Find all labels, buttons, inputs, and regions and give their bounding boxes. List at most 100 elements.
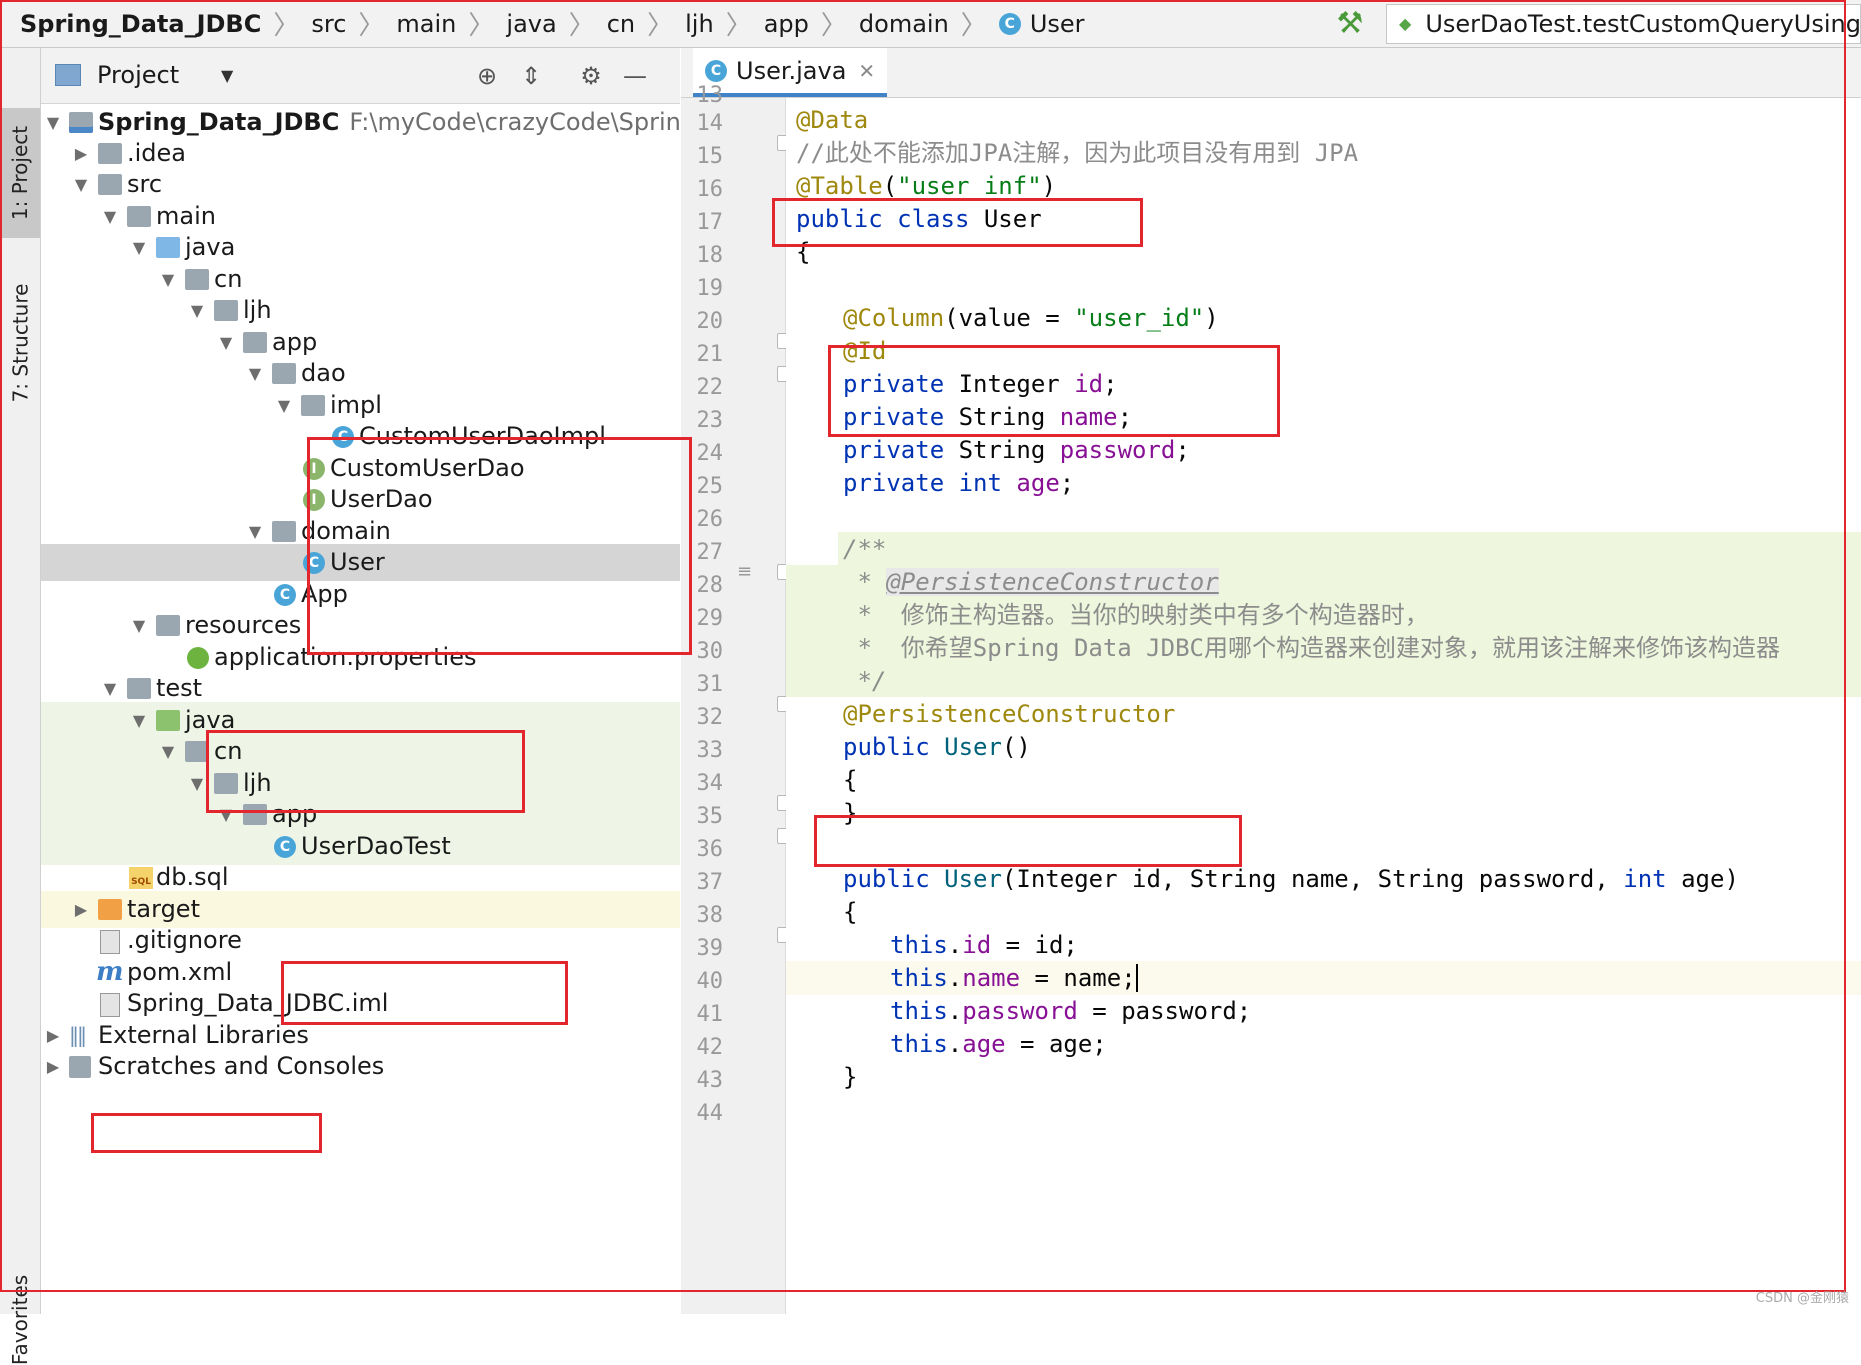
tree-item[interactable]: ▶ target xyxy=(41,891,680,928)
tree-item-selected[interactable]: C User xyxy=(41,544,680,581)
tree-item[interactable]: ▶ .idea xyxy=(41,135,680,172)
tree-item-label: User xyxy=(330,548,385,576)
tool-tab-structure[interactable]: 7: Structure xyxy=(0,268,40,418)
tree-item[interactable]: ▼ cn xyxy=(41,733,680,770)
tree-item[interactable]: I CustomUserDao xyxy=(41,450,680,487)
expand-arrow-icon[interactable]: ▶ xyxy=(46,1057,60,1076)
breadcrumb-item-ljh[interactable]: ljh xyxy=(685,9,714,38)
documentation-render-icon[interactable]: ≡ xyxy=(737,561,753,582)
tree-item-label: app xyxy=(272,800,318,828)
line-number: 14 xyxy=(696,111,724,136)
breadcrumb-item-cn[interactable]: cn xyxy=(606,9,636,38)
line-number: 33 xyxy=(696,738,724,763)
tree-item[interactable]: ▼ ljh xyxy=(41,765,680,802)
breadcrumb-item-main[interactable]: main xyxy=(396,9,457,38)
breadcrumb-item-java[interactable]: java xyxy=(506,9,557,38)
run-configuration-selector[interactable]: ◆ UserDaoTest.testCustomQueryUsingTem xyxy=(1386,4,1861,44)
tree-item[interactable]: ▼ java xyxy=(41,229,680,266)
tree-item[interactable]: ▶ Scratches and Consoles xyxy=(41,1048,680,1085)
expand-arrow-icon[interactable]: ▶ xyxy=(74,144,88,163)
chevron-right-icon: 〉 xyxy=(273,11,300,41)
expand-arrow-icon[interactable]: ▼ xyxy=(132,238,146,257)
expand-arrow-icon[interactable]: ▼ xyxy=(190,301,204,320)
expand-arrow-icon[interactable]: ▼ xyxy=(277,396,291,415)
maven-icon: m xyxy=(96,957,124,987)
expand-arrow-icon[interactable]: ▶ xyxy=(74,900,88,919)
expand-arrow-icon[interactable]: ▼ xyxy=(46,113,60,132)
tree-item[interactable]: ▼ ljh xyxy=(41,292,680,329)
package-icon xyxy=(185,269,209,290)
collapse-all-icon[interactable]: ⇕ xyxy=(520,62,542,90)
tree-item[interactable]: ▼ resources xyxy=(41,607,680,644)
breadcrumb-item-project[interactable]: Spring_Data_JDBC xyxy=(20,9,262,38)
expand-arrow-icon[interactable]: ▼ xyxy=(132,711,146,730)
expand-arrow-icon[interactable]: ▼ xyxy=(219,333,233,352)
expand-arrow-icon[interactable]: ▼ xyxy=(161,270,175,289)
tree-item[interactable]: ▼ src xyxy=(41,166,680,203)
breadcrumb-item-app[interactable]: app xyxy=(763,9,809,38)
package-icon xyxy=(243,332,267,353)
locate-icon[interactable]: ⊕ xyxy=(476,62,498,90)
code-line: { xyxy=(843,766,858,794)
expand-arrow-icon[interactable]: ▼ xyxy=(103,207,117,226)
test-class-icon: C xyxy=(274,836,296,858)
tree-item[interactable]: SQL db.sql xyxy=(41,859,680,896)
project-panel-title[interactable]: Project xyxy=(97,61,180,89)
tree-item[interactable]: .gitignore xyxy=(41,922,680,959)
breadcrumb-item-src[interactable]: src xyxy=(311,9,347,38)
tab-user-java[interactable]: C User.java ✕ xyxy=(693,48,888,97)
tree-item[interactable]: ▼ domain xyxy=(41,513,680,550)
tree-item[interactable]: ▼ main xyxy=(41,198,680,235)
expand-arrow-icon[interactable]: ▼ xyxy=(74,175,88,194)
code-editor[interactable]: @Data //此处不能添加JPA注解，因为此项目没有用到 JPA @Table… xyxy=(786,98,1861,1314)
tree-item-label: resources xyxy=(185,611,302,639)
tool-tab-project[interactable]: 1: Project xyxy=(0,108,40,238)
tree-item-label: test xyxy=(156,674,203,702)
expand-arrow-icon[interactable]: ▼ xyxy=(248,522,262,541)
tool-tab-favorites[interactable]: Favorites xyxy=(0,1275,40,1365)
line-number: 32 xyxy=(696,705,724,730)
package-icon xyxy=(301,395,325,416)
tree-item[interactable]: ▼ app xyxy=(41,324,680,361)
expand-arrow-icon[interactable]: ▼ xyxy=(103,679,117,698)
tree-item[interactable]: ▼ app xyxy=(41,796,680,833)
tree-item-label: app xyxy=(272,328,318,356)
chevron-down-icon[interactable]: ▼ xyxy=(221,66,234,85)
line-number: 37 xyxy=(696,870,724,895)
tree-item-label: target xyxy=(127,895,200,923)
line-number: 25 xyxy=(696,474,724,499)
tree-item[interactable]: Spring_Data_JDBC.iml xyxy=(41,985,680,1022)
spring-properties-icon xyxy=(187,647,209,669)
tree-item[interactable]: ▶ ‖‖ External Libraries xyxy=(41,1017,680,1054)
close-icon[interactable]: ✕ xyxy=(858,58,876,83)
run-config-icon: ◆ xyxy=(1399,14,1412,33)
chevron-right-icon: 〉 xyxy=(468,11,495,41)
breadcrumb-item-domain[interactable]: domain xyxy=(858,9,949,38)
build-hammer-icon[interactable]: ⚒ xyxy=(1336,6,1364,41)
tree-item-label: cn xyxy=(214,737,243,765)
tree-item-label: ljh xyxy=(243,769,272,797)
expand-arrow-icon[interactable]: ▼ xyxy=(161,742,175,761)
tree-item[interactable]: C CustomUserDaoImpl xyxy=(41,418,680,455)
chevron-right-icon: 〉 xyxy=(568,11,595,41)
gear-icon[interactable]: ⚙ xyxy=(580,62,602,90)
tree-item-label: dao xyxy=(301,359,346,387)
expand-arrow-icon[interactable]: ▶ xyxy=(46,1026,60,1045)
tree-item[interactable]: C UserDaoTest xyxy=(41,828,680,865)
expand-arrow-icon[interactable]: ▼ xyxy=(132,616,146,635)
expand-arrow-icon[interactable]: ▼ xyxy=(248,364,262,383)
package-icon xyxy=(272,521,296,542)
excluded-folder-icon xyxy=(98,899,122,920)
package-icon xyxy=(214,773,238,794)
expand-arrow-icon[interactable]: ▼ xyxy=(219,805,233,824)
tree-item[interactable]: ▼ test xyxy=(41,670,680,707)
tree-item[interactable]: application.properties xyxy=(41,639,680,676)
tree-item[interactable]: ▼ cn xyxy=(41,261,680,298)
hide-icon[interactable]: — xyxy=(623,62,647,90)
tree-item[interactable]: m pom.xml xyxy=(41,954,680,991)
tree-item[interactable]: ▼ dao xyxy=(41,355,680,392)
expand-arrow-icon[interactable]: ▼ xyxy=(190,774,204,793)
tree-item[interactable]: ▼ impl xyxy=(41,387,680,424)
